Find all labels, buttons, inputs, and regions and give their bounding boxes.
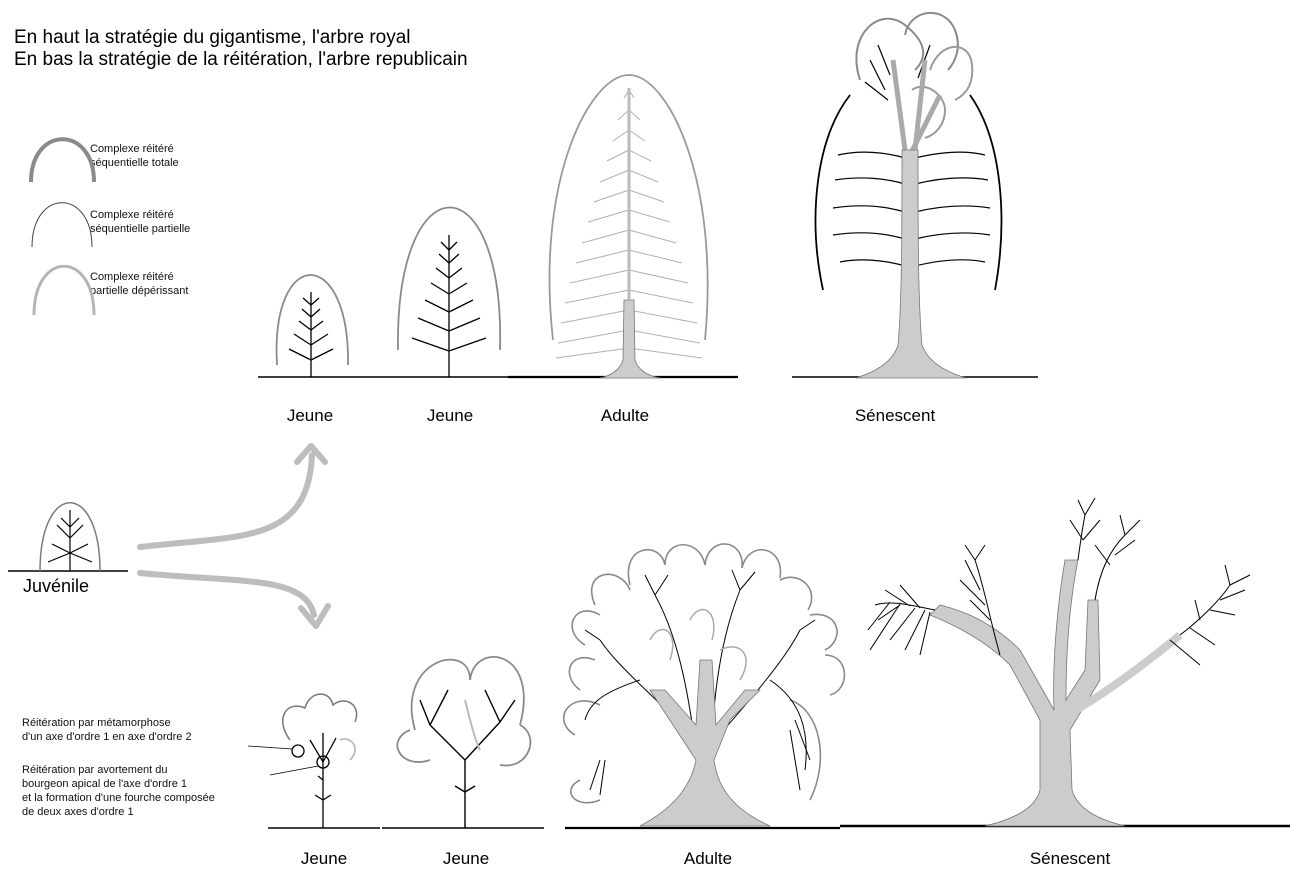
arrow-to-top-strategy [140,446,325,547]
bottom-senescent-tree [840,498,1290,826]
bottom-adult-tree [564,544,845,828]
top-senescent-tree [792,13,1038,378]
legend-arc-partielle [32,203,92,247]
legend-arc-total [31,139,94,182]
bottom-young-tree-1 [248,694,380,828]
bottom-young-tree-2 [382,657,544,828]
top-young-tree-2 [364,208,508,378]
arrow-to-bottom-strategy [140,573,328,626]
legend-arc-deperissant [34,266,94,315]
top-adult-tree [508,75,738,378]
juvenile-tree [8,503,128,571]
top-young-tree-1 [258,275,364,377]
